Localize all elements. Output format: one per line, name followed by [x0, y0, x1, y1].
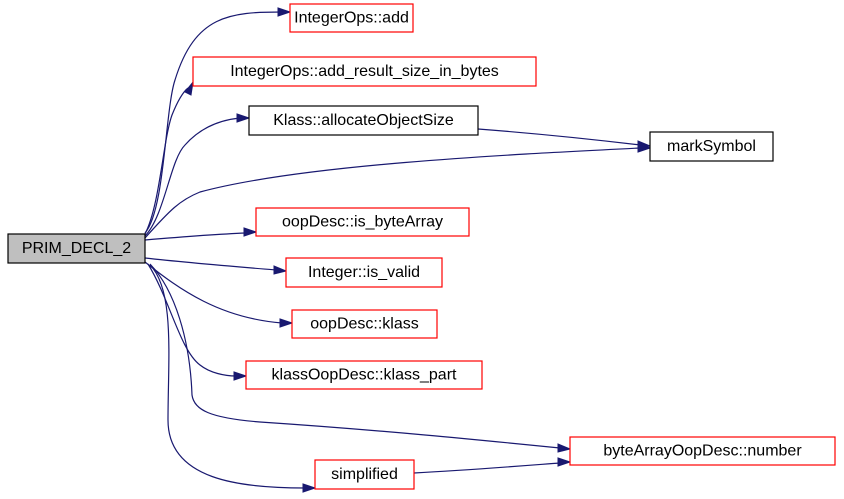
arrowhead-klass-oop-desc-klass-part: [233, 371, 248, 381]
node-oop-desc-is-byte-array[interactable]: oopDesc::is_byteArray: [255, 207, 470, 237]
arrowhead-integer-ops-add-result-size: [184, 80, 194, 96]
edge-root-to-simplified: [149, 264, 306, 489]
edge-root-to-integer-ops-add-result-size: [144, 87, 189, 235]
node-klass-allocate-object-size-label: Klass::allocateObjectSize: [273, 112, 454, 129]
node-integer-ops-add-label: IntegerOps::add: [294, 10, 409, 27]
node-integer-is-valid[interactable]: Integer::is_valid: [285, 257, 443, 288]
arrowhead-mark-symbol-from-root: [637, 143, 652, 153]
node-oop-desc-klass[interactable]: oopDesc::klass: [291, 309, 438, 339]
node-integer-ops-add-result-size[interactable]: IntegerOps::add_result_size_in_bytes: [192, 56, 537, 87]
arrowhead-integer-ops-add: [277, 7, 292, 17]
node-klass-oop-desc-klass-part-label: klassOopDesc::klass_part: [272, 367, 458, 384]
edges: [144, 7, 652, 493]
node-klass-oop-desc-klass-part[interactable]: klassOopDesc::klass_part: [245, 360, 483, 390]
arrowhead-simplified: [302, 483, 317, 493]
node-oop-desc-klass-label: oopDesc::klass: [310, 316, 419, 333]
node-prim-decl-2[interactable]: PRIM_DECL_2: [7, 233, 146, 264]
edge-root-to-integer-is-valid: [144, 257, 277, 271]
edge-klass-allocate-object-size-to-mark-symbol: [477, 128, 641, 146]
node-integer-is-valid-label: Integer::is_valid: [308, 264, 420, 281]
arrowhead-integer-is-valid: [273, 265, 288, 275]
edge-simplified-to-byte-array-oop-desc-number: [413, 462, 561, 474]
arrowhead-oop-desc-klass: [279, 318, 294, 328]
node-oop-desc-is-byte-array-label: oopDesc::is_byteArray: [282, 214, 443, 231]
node-byte-array-oop-desc-number[interactable]: byteArrayOopDesc::number: [569, 436, 836, 466]
arrowhead-klass-allocate-object-size: [236, 113, 251, 123]
edge-root-to-byte-array-oop-desc-number: [149, 263, 561, 449]
arrowhead-oop-desc-is-byte-array: [243, 227, 258, 237]
arrowhead-byte-array-number-from-simplified: [557, 457, 572, 467]
node-byte-array-oop-desc-number-label: byteArrayOopDesc::number: [603, 443, 802, 460]
node-simplified-label: simplified: [331, 466, 398, 483]
edge-root-to-oop-desc-klass: [144, 261, 283, 324]
node-prim-decl-2-label: PRIM_DECL_2: [22, 240, 131, 257]
node-mark-symbol-label: markSymbol: [667, 138, 756, 155]
node-integer-ops-add[interactable]: IntegerOps::add: [289, 3, 414, 33]
edge-root-to-integer-ops-add: [144, 11, 283, 234]
edge-root-to-klass-oop-desc-klass-part: [147, 263, 237, 377]
node-mark-symbol[interactable]: markSymbol: [649, 131, 774, 162]
node-integer-ops-add-result-size-label: IntegerOps::add_result_size_in_bytes: [230, 63, 499, 80]
edge-root-to-mark-symbol: [144, 147, 641, 239]
arrowhead-byte-array-number-from-root: [557, 443, 572, 453]
node-klass-allocate-object-size[interactable]: Klass::allocateObjectSize: [248, 105, 479, 136]
node-simplified[interactable]: simplified: [314, 459, 415, 490]
edge-root-to-klass-allocate-object-size: [144, 117, 241, 237]
edge-root-to-oop-desc-is-byte-array: [144, 232, 247, 241]
